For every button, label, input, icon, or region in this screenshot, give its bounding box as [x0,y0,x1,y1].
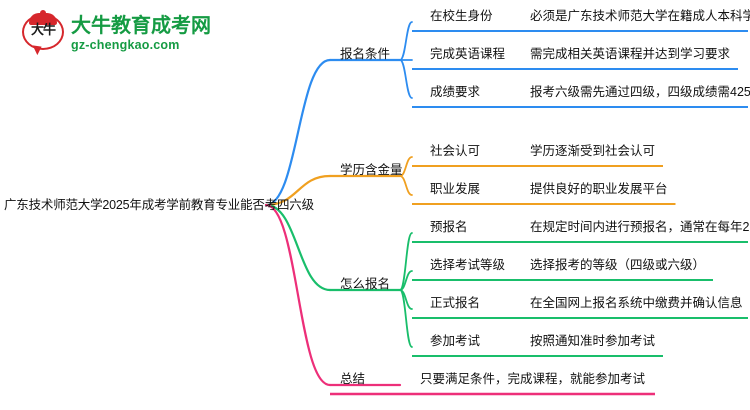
sub-label-3-1: 预报名 [430,220,468,234]
sub-detail-3-1: 在规定时间内进行预报名，通常在每年2月 [530,220,750,234]
sub-detail-1-2: 需完成相关英语课程并达到学习要求 [530,47,731,61]
logo-wordmark: 大牛教育成考网 gz-chengkao.com [71,14,211,52]
sub-detail-2-1: 学历逐渐受到社会认可 [530,144,656,158]
sub-label-3-4: 参加考试 [430,334,481,348]
sub-label-1-1: 在校生身份 [430,9,493,23]
site-logo: 大牛 大牛教育成考网 gz-chengkao.com [22,10,222,58]
logo-bubble-icon: 大牛 [22,10,64,56]
sub-detail-1-1: 必须是广东技术师范大学在籍成人本科学生 [530,9,750,23]
sub-label-2-2: 职业发展 [430,182,481,196]
logo-brand-url: gz-chengkao.com [71,37,180,52]
sub-detail-3-4: 按照通知准时参加考试 [530,334,656,348]
sub-detail-3-2: 选择报考的等级（四级或六级） [530,258,706,272]
sub-detail-1-3: 报考六级需先通过四级，四级成绩需425分以上 [530,85,750,99]
leaf-detail-4: 只要满足条件，完成课程，就能参加考试 [420,372,646,386]
logo-cap-shape [29,10,57,25]
sub-label-2-1: 社会认可 [430,144,481,158]
sub-detail-3-3: 在全国网上报名系统中缴费并确认信息 [530,296,743,310]
logo-brand-name: 大牛教育成考网 [71,14,211,37]
sub-label-1-2: 完成英语课程 [430,47,506,61]
branch-label-3: 怎么报名 [340,277,391,291]
branch-label-2: 学历含金量 [340,163,403,177]
sub-label-3-3: 正式报名 [430,296,481,310]
logo-mark-text: 大牛 [30,22,56,37]
sub-label-1-3: 成绩要求 [430,85,481,99]
sub-detail-2-2: 提供良好的职业发展平台 [530,182,668,196]
root-node-label: 广东技术师范大学2025年成考学前教育专业能否考四六级 [4,198,314,212]
branch-label-1: 报名条件 [340,47,391,61]
sub-label-3-2: 选择考试等级 [430,258,506,272]
branch-label-4: 总结 [340,372,366,386]
